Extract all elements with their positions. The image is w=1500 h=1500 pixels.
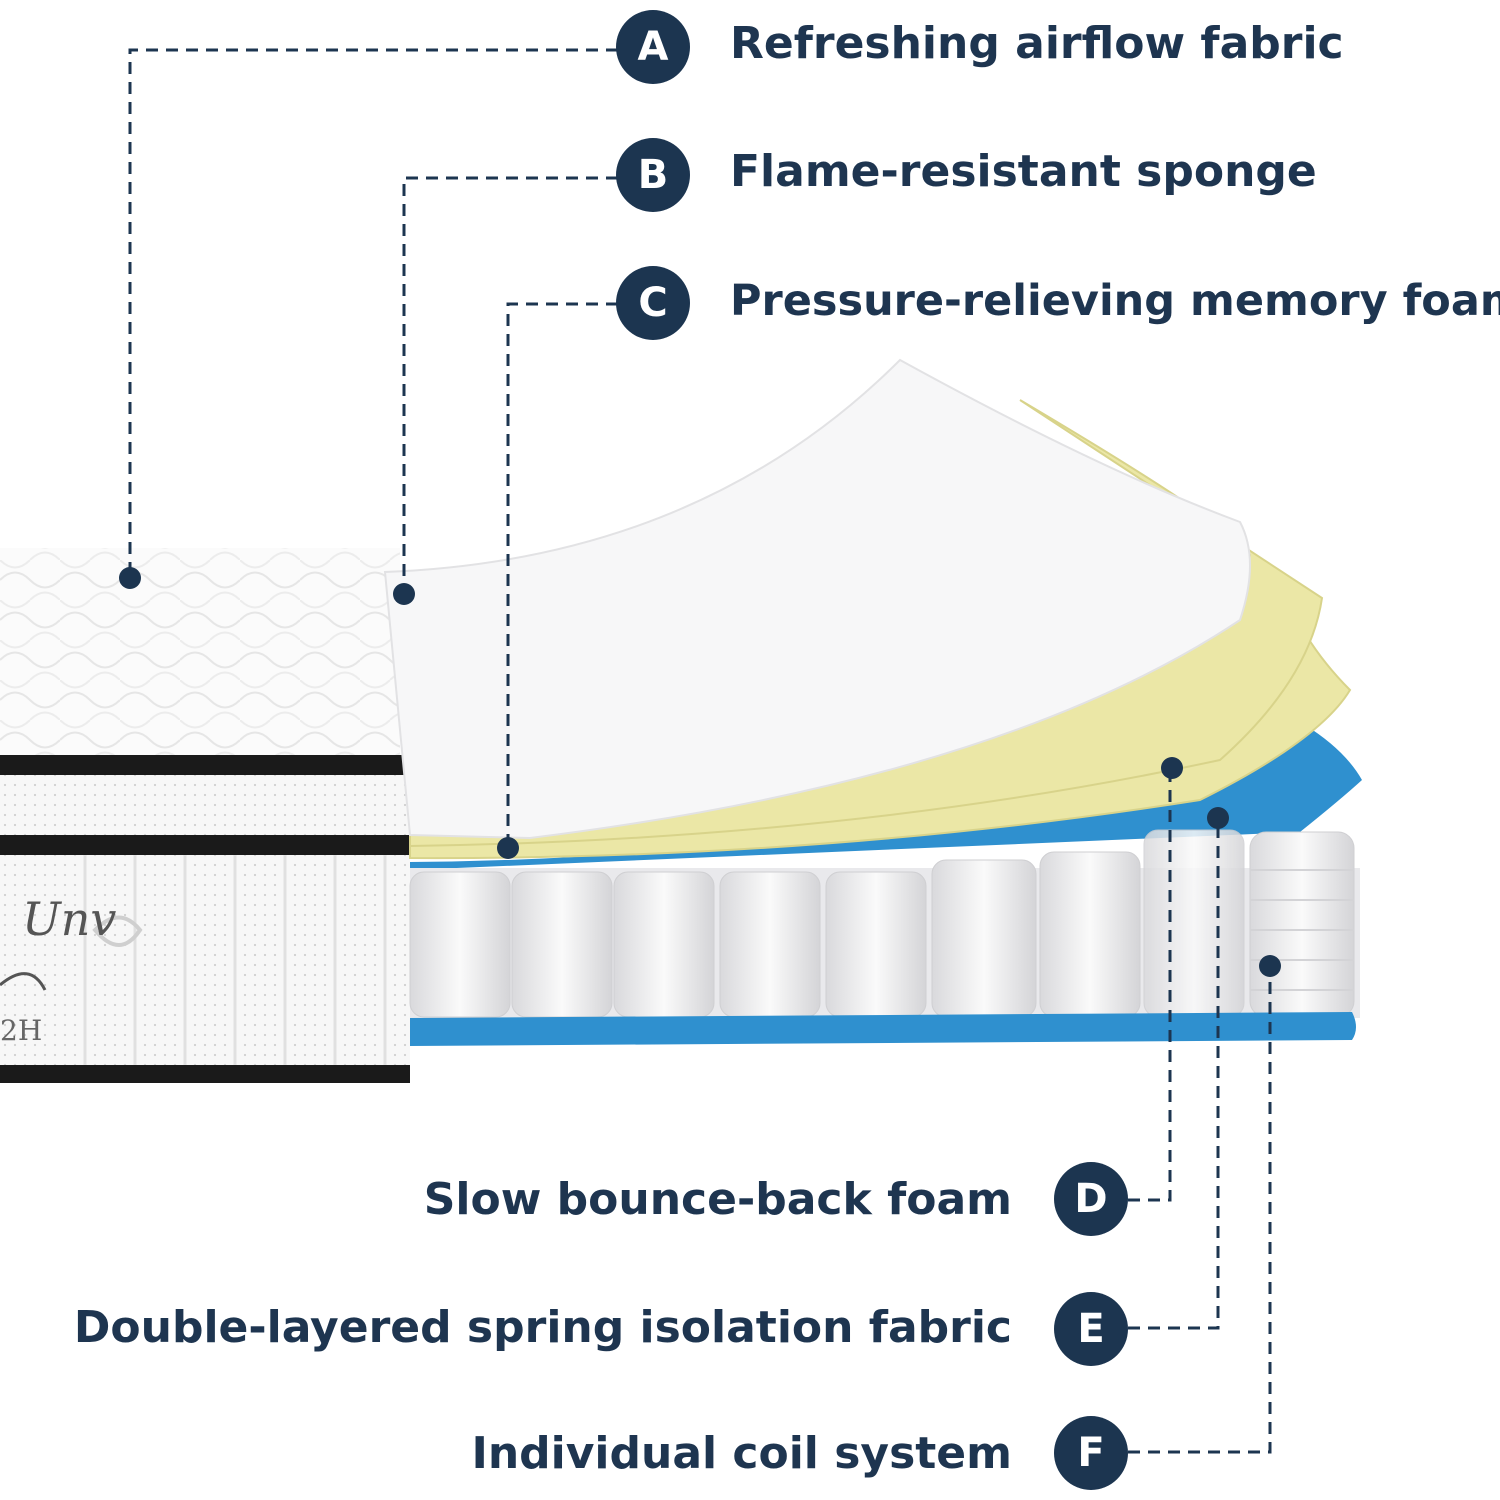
- endpoint-dot-a: [119, 567, 141, 589]
- mattress-body: Unv 2H: [0, 548, 410, 1083]
- bottom-trim: [0, 1065, 410, 1083]
- badge-f: F: [1054, 1416, 1128, 1490]
- coil: [511, 871, 613, 1018]
- label-flame-resistant-sponge: Flame-resistant sponge: [730, 146, 1317, 197]
- coil: [719, 871, 821, 1018]
- endpoint-dot-f: [1259, 955, 1281, 977]
- coil: [409, 871, 511, 1018]
- blue-foam-layer: [410, 725, 1362, 870]
- endpoint-dot-c: [497, 837, 519, 859]
- leader-line-b: [402, 176, 618, 594]
- top-trim: [0, 755, 410, 775]
- badge-b: B: [616, 138, 690, 212]
- leader-endpoints: [119, 567, 1281, 977]
- brand-fragment-text: Unv: [22, 892, 116, 946]
- badge-a: A: [616, 10, 690, 84]
- label-airflow-fabric: Refreshing airflow fabric: [730, 18, 1344, 69]
- endpoint-dot-d: [1161, 757, 1183, 779]
- side-panel-stripes: [83, 855, 387, 1065]
- label-slow-bounce-foam: Slow bounce-back foam: [423, 1174, 1012, 1225]
- quilted-top: [0, 548, 400, 758]
- badge-d: D: [1054, 1162, 1128, 1236]
- coil: [613, 871, 715, 1018]
- leader-line-c: [506, 302, 618, 848]
- middle-trim: [0, 835, 410, 855]
- coil: [1143, 829, 1245, 1018]
- size-fragment-text: 2H: [0, 1014, 42, 1047]
- middle-band: [0, 775, 410, 835]
- white-sheet-layer: [383, 358, 1251, 840]
- side-panel: [0, 855, 410, 1065]
- leader-line-f: [1128, 966, 1272, 1454]
- blue-base-layer: [410, 1012, 1356, 1046]
- logo-swoosh: [0, 972, 47, 991]
- coil: [825, 871, 927, 1018]
- endpoint-dot-b: [393, 583, 415, 605]
- leader-line-e: [1128, 818, 1220, 1330]
- layer-stack: [383, 358, 1362, 1046]
- leader-lines: [128, 48, 1272, 1454]
- badge-c: C: [616, 266, 690, 340]
- label-memory-foam: Pressure-relieving memory foam: [730, 276, 1500, 326]
- label-spring-isolation-fabric: Double-layered spring isolation fabric: [73, 1302, 1012, 1353]
- badge-e: E: [1054, 1292, 1128, 1366]
- leader-line-a: [128, 48, 618, 578]
- endpoint-dot-e: [1207, 807, 1229, 829]
- leader-line-d: [1128, 768, 1172, 1202]
- logo-emblem: [92, 915, 143, 947]
- coil: [931, 859, 1037, 1018]
- label-individual-coil-system: Individual coil system: [471, 1428, 1012, 1479]
- coil: [1039, 851, 1141, 1018]
